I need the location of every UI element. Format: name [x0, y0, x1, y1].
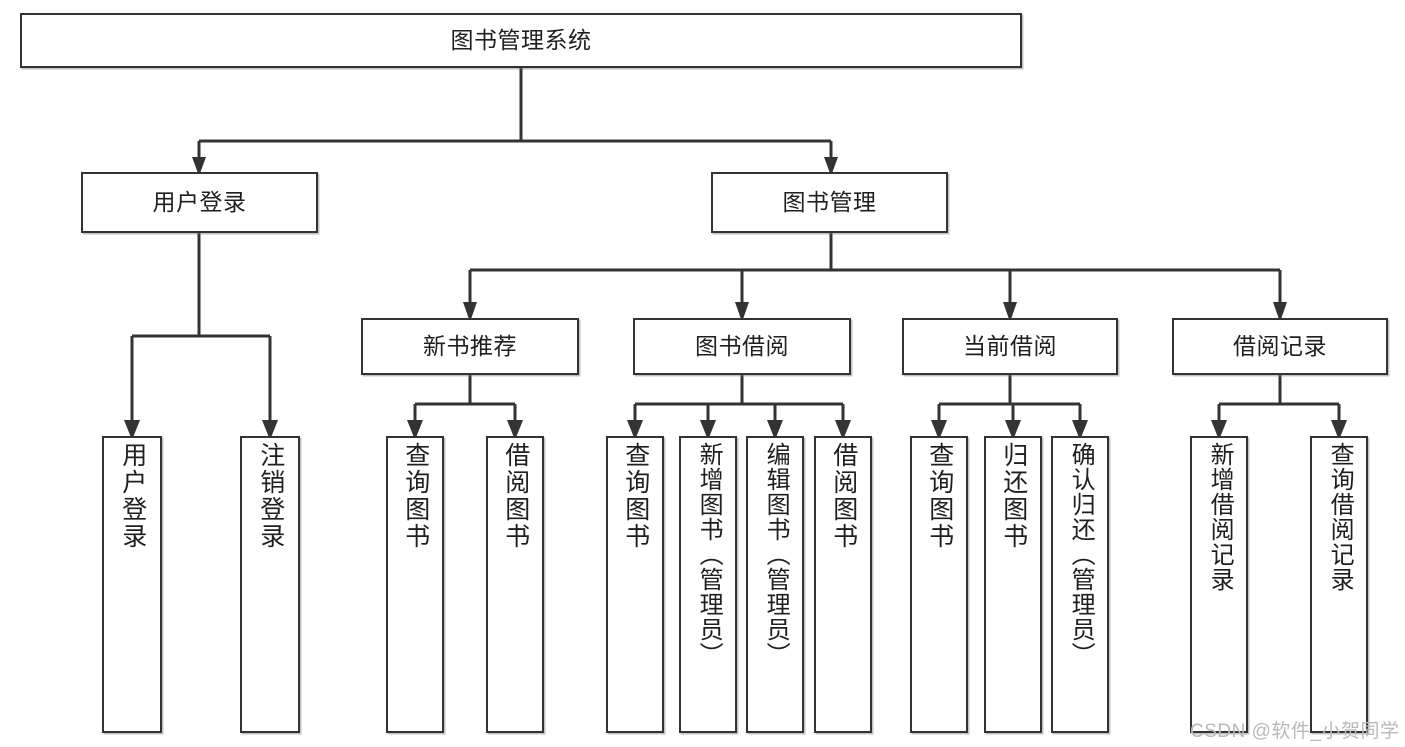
leaf-query-book-borrow[interactable]: 查询图书	[606, 436, 664, 733]
leaf-confirm-return-admin[interactable]: 确认归还（管理员）	[1051, 436, 1109, 733]
node-new-book-recommend-label: 新书推荐	[423, 333, 517, 360]
leaf-borrow-book-newbook-label: 借阅图书	[501, 442, 530, 550]
node-book-management[interactable]: 图书管理	[711, 172, 948, 233]
leaf-add-book-admin-label: 新增图书（管理员）	[695, 442, 723, 667]
node-user-login[interactable]: 用户登录	[81, 172, 318, 233]
leaf-borrow-book-label: 借阅图书	[829, 442, 858, 550]
leaf-query-book-current[interactable]: 查询图书	[910, 436, 968, 733]
leaf-borrow-book-newbook[interactable]: 借阅图书	[486, 436, 544, 733]
node-book-borrow[interactable]: 图书借阅	[633, 318, 851, 375]
leaf-add-borrow-record-label: 新增借阅记录	[1206, 442, 1234, 592]
node-book-management-label: 图书管理	[782, 189, 877, 216]
node-book-borrow-label: 图书借阅	[695, 333, 789, 360]
node-borrow-record[interactable]: 借阅记录	[1172, 318, 1388, 375]
leaf-confirm-return-admin-label: 确认归还（管理员）	[1067, 442, 1095, 667]
leaf-return-book-label: 归还图书	[999, 442, 1028, 550]
leaf-logout-label: 注销登录	[256, 442, 285, 550]
node-current-borrow-label: 当前借阅	[963, 333, 1057, 360]
node-root[interactable]: 图书管理系统	[20, 13, 1022, 68]
leaf-logout[interactable]: 注销登录	[240, 436, 300, 733]
csdn-watermark: CSDN @软件_小贺同学	[1190, 721, 1400, 742]
leaf-return-book[interactable]: 归还图书	[984, 436, 1042, 733]
leaf-query-book-current-label: 查询图书	[925, 442, 954, 550]
leaf-add-borrow-record[interactable]: 新增借阅记录	[1190, 436, 1248, 733]
leaf-query-book-newbook[interactable]: 查询图书	[386, 436, 444, 733]
node-current-borrow[interactable]: 当前借阅	[902, 318, 1118, 375]
leaf-user-login[interactable]: 用户登录	[102, 436, 162, 733]
leaf-query-borrow-record[interactable]: 查询借阅记录	[1310, 436, 1368, 733]
leaf-add-book-admin[interactable]: 新增图书（管理员）	[679, 436, 737, 733]
leaf-borrow-book[interactable]: 借阅图书	[814, 436, 872, 733]
leaf-query-book-borrow-label: 查询图书	[621, 442, 650, 550]
node-borrow-record-label: 借阅记录	[1233, 333, 1327, 360]
leaf-edit-book-admin[interactable]: 编辑图书（管理员）	[746, 436, 804, 733]
leaf-user-login-label: 用户登录	[118, 442, 147, 550]
node-user-login-label: 用户登录	[152, 189, 247, 216]
node-root-label: 图书管理系统	[450, 27, 592, 54]
node-new-book-recommend[interactable]: 新书推荐	[361, 318, 579, 375]
leaf-query-borrow-record-label: 查询借阅记录	[1326, 442, 1354, 592]
leaf-edit-book-admin-label: 编辑图书（管理员）	[762, 442, 790, 667]
leaf-query-book-newbook-label: 查询图书	[401, 442, 430, 550]
